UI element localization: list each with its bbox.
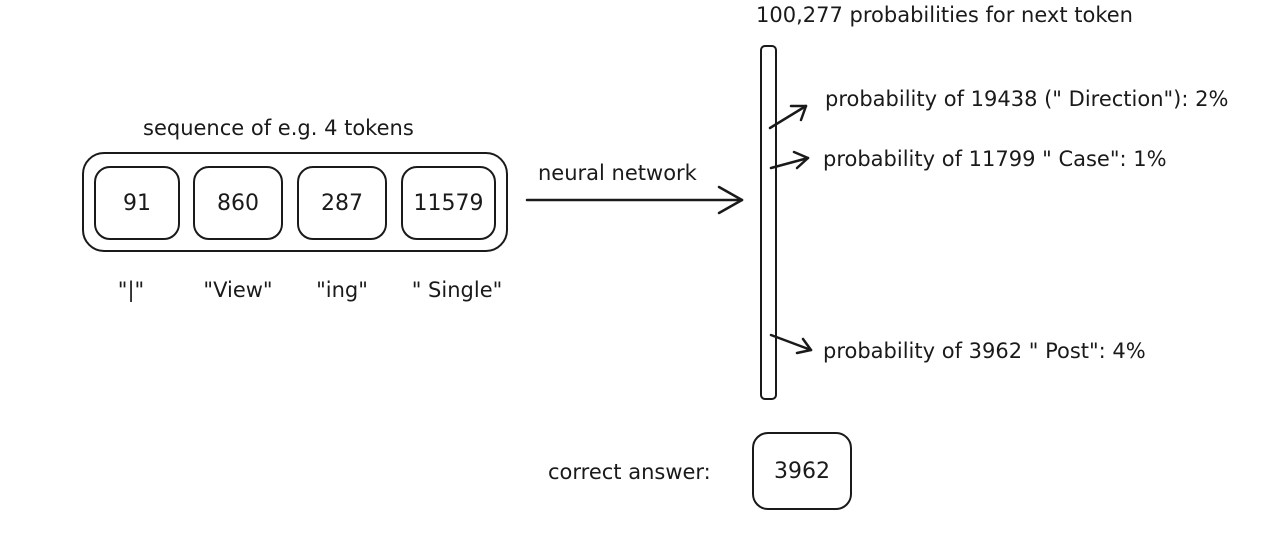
token-text: "ing"	[316, 278, 368, 302]
output-title: 100,277 probabilities for next token	[756, 3, 1133, 27]
token-id: 11579	[413, 190, 484, 216]
probability-arrow-direction	[768, 104, 808, 130]
answer-label: correct answer:	[548, 460, 711, 484]
answer-value: 3962	[774, 458, 830, 484]
probability-label: probability of 11799 " Case": 1%	[823, 147, 1167, 171]
token-id: 287	[321, 190, 363, 216]
token-id: 860	[217, 190, 259, 216]
network-label: neural network	[538, 161, 697, 185]
probability-arrow-case	[769, 150, 810, 170]
token-box: 860	[193, 166, 283, 240]
probability-label: probability of 19438 (" Direction"): 2%	[825, 87, 1229, 111]
answer-box: 3962	[752, 432, 852, 510]
probability-vector-bar	[760, 45, 777, 400]
sequence-title: sequence of e.g. 4 tokens	[143, 116, 414, 140]
token-sequence-container	[82, 152, 508, 252]
token-box: 91	[94, 166, 180, 240]
probability-label: probability of 3962 " Post": 4%	[823, 339, 1146, 363]
network-arrow	[525, 185, 744, 215]
token-box: 11579	[401, 166, 496, 240]
token-text: "View"	[203, 278, 273, 302]
token-box: 287	[297, 166, 387, 240]
token-id: 91	[123, 190, 151, 216]
token-text: " Single"	[411, 278, 503, 302]
token-text: "|"	[117, 278, 145, 302]
probability-arrow-post	[769, 333, 813, 355]
